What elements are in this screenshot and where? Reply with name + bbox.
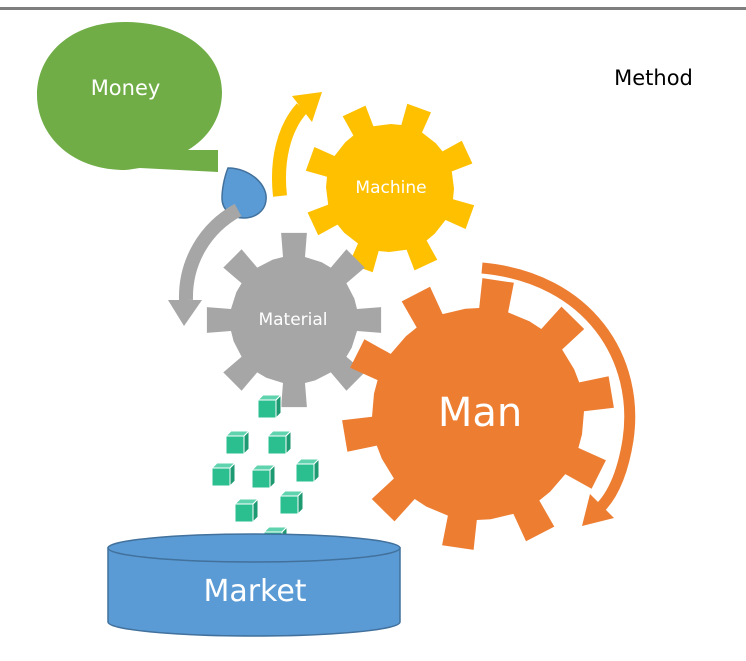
cube-icon xyxy=(278,489,305,516)
grey-curved-arrow-icon xyxy=(168,203,242,326)
machine-gear xyxy=(305,103,475,273)
gear-machine-shape xyxy=(305,103,475,273)
cube-icon xyxy=(256,393,283,420)
market-label: Market xyxy=(203,574,307,609)
cube-icon xyxy=(224,429,251,456)
yellow-curved-arrow-icon xyxy=(272,92,322,197)
material-label: Material xyxy=(258,310,328,330)
money-bubble xyxy=(37,22,222,172)
cube-icon xyxy=(233,497,260,524)
gear-material-shape xyxy=(206,232,382,408)
cube-icon xyxy=(266,429,293,456)
cube-icon xyxy=(210,461,237,488)
market-cylinder xyxy=(107,533,401,637)
cube-icon xyxy=(294,457,321,484)
top-rule xyxy=(0,7,746,10)
machine-label: Machine xyxy=(355,178,427,198)
cubes-group xyxy=(210,393,321,552)
money-label: Money xyxy=(90,76,161,100)
man-gear xyxy=(342,278,614,550)
orange-curved-arrow-icon xyxy=(481,262,636,526)
material-gear xyxy=(206,232,382,408)
method-label: Method xyxy=(614,66,693,90)
cube-icon xyxy=(250,463,277,490)
man-label: Man xyxy=(437,390,523,436)
gear-man-shape xyxy=(342,278,614,550)
